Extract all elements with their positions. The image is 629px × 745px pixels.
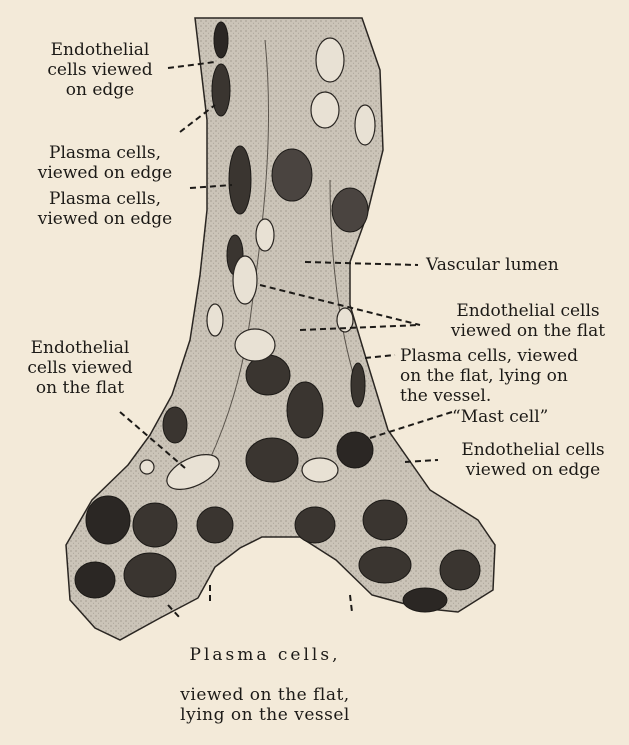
- label-endothelial-flat-left: Endothelial cells viewed on the flat: [5, 338, 155, 398]
- flat-cell: [140, 460, 154, 474]
- label-endothelial-edge-top: Endothelial cells viewed on edge: [20, 40, 180, 100]
- endothelial-cell: [229, 146, 251, 214]
- plasma-cell: [359, 547, 411, 583]
- flat-cell: [233, 256, 257, 304]
- flat-cell: [302, 458, 338, 482]
- plasma-cell: [272, 149, 312, 201]
- plasma-cell: [337, 432, 373, 468]
- plasma-cell: [287, 382, 323, 438]
- plasma-cell: [363, 500, 407, 540]
- flat-cell: [311, 92, 339, 128]
- plasma-cell: [246, 438, 298, 482]
- label-plasma-edge-2: Plasma cells, viewed on edge: [15, 189, 195, 229]
- label-endothelial-flat-right: Endothelial cells viewed on the flat: [428, 301, 628, 341]
- label-endothelial-edge-right: Endothelial cells viewed on edge: [438, 440, 628, 480]
- flat-cell: [316, 38, 344, 82]
- endothelial-cell: [212, 64, 230, 116]
- endothelial-cell: [351, 363, 365, 407]
- plasma-cell: [124, 553, 176, 597]
- plasma-cell: [133, 503, 177, 547]
- plasma-cell: [163, 407, 187, 443]
- label-plasma-edge-1: Plasma cells, viewed on edge: [15, 143, 195, 183]
- plasma-cell: [86, 496, 130, 544]
- plasma-cell: [403, 588, 447, 612]
- leader-plasma-bottom-3: [350, 595, 352, 612]
- label-plasma-bottom-rest: viewed on the flat, lying on the vessel: [140, 685, 390, 725]
- flat-cell: [355, 105, 375, 145]
- label-plasma-bottom-line1: Plasma cells,: [140, 645, 390, 665]
- leader-plasma-flat-right: [365, 355, 395, 358]
- plasma-cell: [440, 550, 480, 590]
- plasma-cell: [75, 562, 115, 598]
- plasma-cell: [295, 507, 335, 543]
- endothelial-cell: [214, 22, 228, 58]
- label-mast-cell: “Mast cell”: [452, 407, 548, 427]
- label-plasma-bottom: Plasma cells, viewed on the flat, lying …: [140, 625, 390, 745]
- flat-cell: [235, 329, 275, 361]
- label-plasma-flat-right: Plasma cells, viewed on the flat, lying …: [400, 346, 578, 406]
- flat-cell: [256, 219, 274, 251]
- plasma-cell: [197, 507, 233, 543]
- label-vascular-lumen: Vascular lumen: [426, 255, 559, 275]
- plasma-cell: [332, 188, 368, 232]
- flat-cell: [207, 304, 223, 336]
